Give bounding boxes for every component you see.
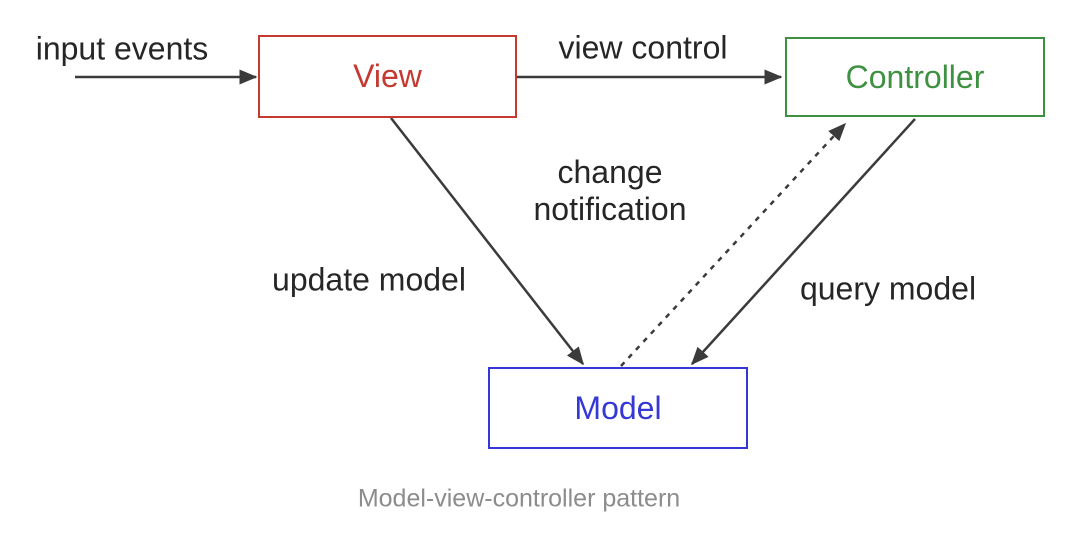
node-controller: Controller [785, 37, 1045, 117]
edge-label-input-events: input events [35, 30, 209, 67]
arrow-update-model [390, 117, 584, 366]
edge-label-query-model: query model [799, 270, 977, 307]
node-view: View [258, 35, 517, 118]
node-model: Model [488, 367, 748, 449]
edge-label-update-model: update model [272, 261, 466, 298]
diagram-caption: Model-view-controller pattern [357, 484, 681, 513]
arrow-query-model [690, 118, 916, 366]
node-model-label: Model [574, 389, 662, 426]
node-view-label: View [353, 58, 422, 94]
edge-label-change-notification: change notification [533, 154, 687, 227]
node-controller-label: Controller [845, 58, 985, 95]
edge-label-view-control: view control [558, 29, 728, 66]
